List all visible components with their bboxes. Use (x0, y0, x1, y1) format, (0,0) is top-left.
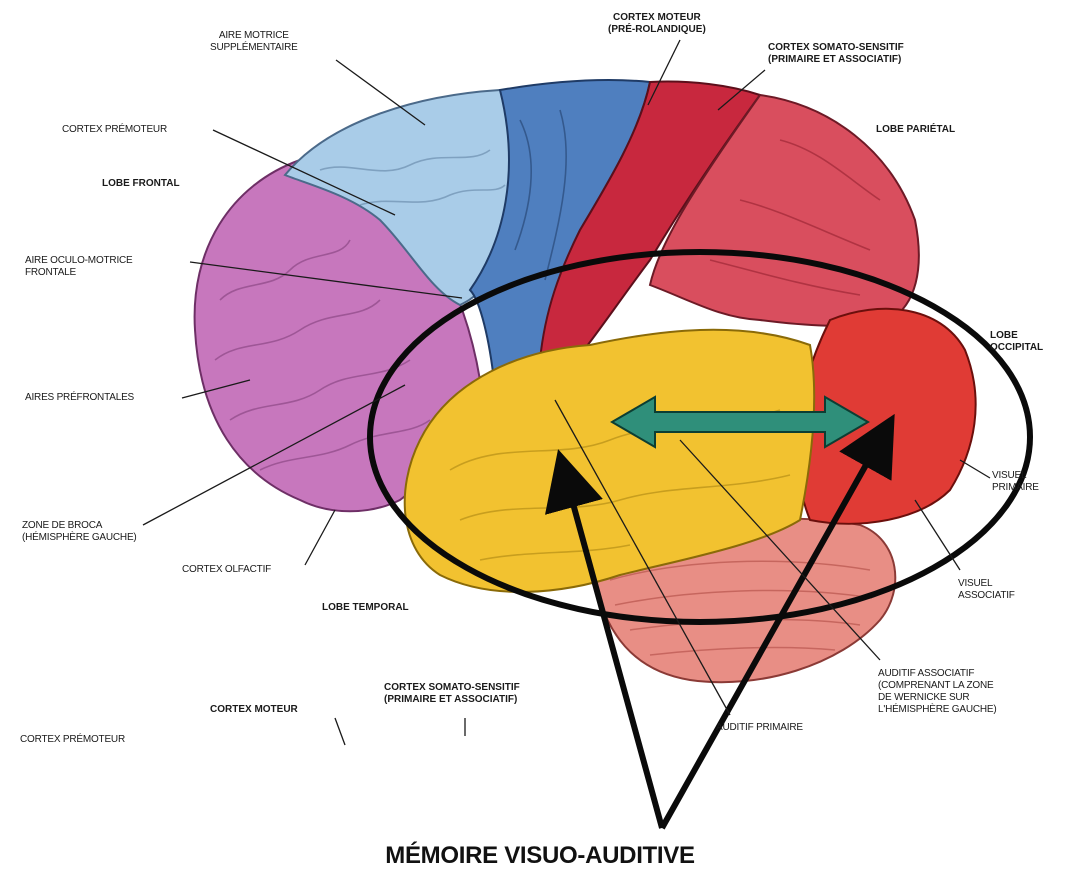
label-lobe-parietal: LOBE PARIÉTAL (876, 124, 955, 136)
label-olfactif: CORTEX OLFACTIF (182, 564, 271, 576)
label-cortex-moteur-top: CORTEX MOTEUR(PRÉ-ROLANDIQUE) (608, 12, 706, 36)
label-premoteur-bottom: CORTEX PRÉMOTEUR (20, 734, 125, 746)
label-cortex-moteur-bottom: CORTEX MOTEUR (210, 704, 298, 716)
label-premoteur: CORTEX PRÉMOTEUR (62, 124, 167, 136)
label-lobe-temporal: LOBE TEMPORAL (322, 602, 409, 614)
label-broca: ZONE DE BROCA(HÉMISPHÈRE GAUCHE) (22, 520, 137, 544)
label-auditif-primaire: AUDITIF PRIMAIRE (716, 722, 803, 734)
label-somato-bottom: CORTEX SOMATO-SENSITIF(PRIMAIRE ET ASSOC… (384, 682, 520, 706)
caption-memoire: MÉMOIRE VISUO-AUDITIVE (0, 842, 1080, 870)
label-prefrontales: AIRES PRÉFRONTALES (25, 392, 134, 404)
label-auditif-associatif: AUDITIF ASSOCIATIF(COMPRENANT LA ZONE DE… (878, 668, 997, 716)
label-lobe-frontal: LOBE FRONTAL (102, 178, 180, 190)
label-somato-top: CORTEX SOMATO-SENSITIF(PRIMAIRE ET ASSOC… (768, 42, 904, 66)
